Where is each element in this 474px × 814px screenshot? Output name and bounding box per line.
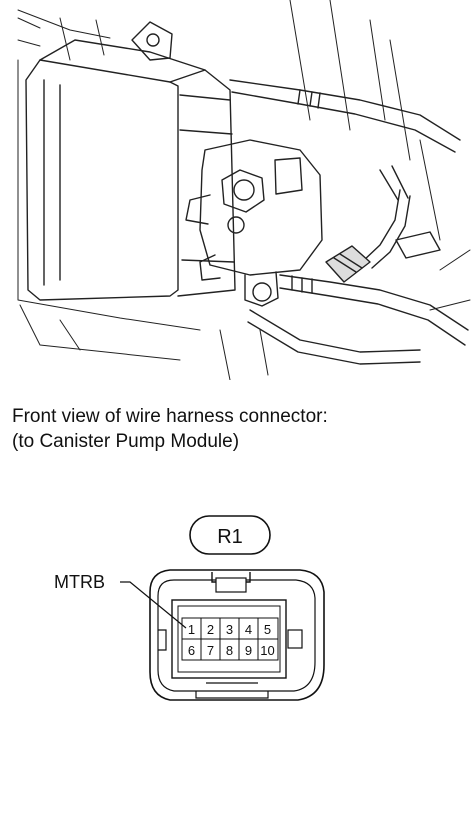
connector-side-key: [287, 629, 303, 649]
connector-left-notch: [158, 629, 167, 651]
caption-line-1: Front view of wire harness connector:: [12, 406, 328, 427]
connector-code-badge: R1: [189, 515, 271, 555]
connector-bottom-lip: [195, 691, 269, 699]
pin-3: 3: [226, 622, 233, 637]
pin-1: 1: [188, 622, 195, 637]
pin-2: 2: [207, 622, 214, 637]
background-frame: [17, 0, 471, 380]
pin-grid: [181, 617, 279, 661]
pin-label-mtrb: MTRB: [54, 572, 105, 592]
connector-lock-latch: [215, 577, 247, 593]
connector-housing-inner: [157, 579, 316, 692]
pin-8: 8: [226, 643, 233, 658]
pump-module: [185, 139, 323, 307]
caption: Front view of wire harness connector: (t…: [12, 404, 462, 454]
pin-7: 7: [207, 643, 214, 658]
hoses: [229, 79, 469, 365]
connector-code: R1: [217, 526, 243, 548]
pin-label-leader: [120, 581, 187, 629]
pin-4: 4: [245, 622, 252, 637]
pin-numbers-top: 1 2 3 4 5: [188, 622, 271, 637]
harness-connector-plug: [325, 165, 441, 283]
pin-10: 10: [260, 643, 274, 658]
pin-9: 9: [245, 643, 252, 658]
connector-front-view: R1 1 2 3 4 5 6 7 8 9 10 MTRB: [54, 515, 325, 701]
pin-5: 5: [264, 622, 271, 637]
canister-body: [25, 21, 236, 301]
caption-line-2: (to Canister Pump Module): [12, 431, 240, 452]
canister-pump-module-illustration: [17, 0, 471, 380]
pin-6: 6: [188, 643, 195, 658]
pin-numbers-bottom: 6 7 8 9 10: [188, 643, 275, 658]
pin-cavity-inner: [177, 605, 281, 673]
